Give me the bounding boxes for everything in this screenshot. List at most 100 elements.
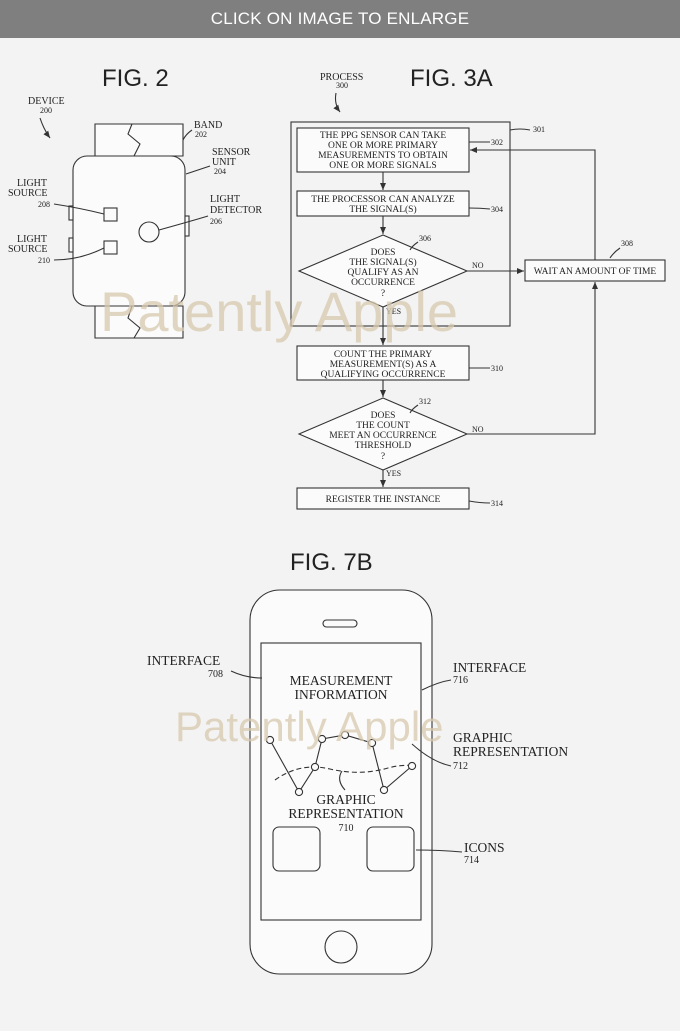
light-source-208 [103,207,118,222]
step-314-number: 314 [491,499,503,508]
graphic-center-label-2: REPRESENTATION [288,806,403,821]
band-number: 202 [195,130,207,139]
graph-point [379,785,389,795]
detector-label-2: DETECTOR [210,205,262,216]
graphic-right-label-1: GRAPHIC [453,730,512,745]
detector-number: 206 [210,217,222,226]
step-310-number: 310 [491,364,503,373]
step-306-line-3: QUALIFY AS AN [348,268,419,278]
step-302-number: 302 [491,138,503,147]
graph-point [294,787,304,797]
sensor-unit-label-2: UNIT [212,157,236,168]
app-icon-right [366,826,415,872]
graph-polyline [269,734,413,794]
step-306-line-1: DOES [371,248,396,258]
icons-leader [415,849,463,853]
step-312-line-2: THE COUNT [356,421,410,431]
step-304-number: 304 [491,205,503,214]
step-306-leader [409,241,419,251]
step-314-box [296,487,470,510]
enlarge-banner[interactable]: CLICK ON IMAGE TO ENLARGE [0,0,680,38]
band-top [94,123,184,157]
phone-home-button [324,930,358,964]
measurement-label-1: MEASUREMENT [290,673,394,688]
band-bottom-break [127,305,141,339]
step-314-leader [468,500,491,504]
source2-leader [53,247,105,261]
source1-number: 208 [38,200,50,209]
step-304-line-2: THE SIGNAL(S) [349,204,416,215]
device-number: 200 [40,106,52,115]
device-pointer [39,117,51,139]
step-310-line-1: COUNT THE PRIMARY [334,350,432,360]
graph-point [407,761,417,771]
step-302-box [296,127,470,173]
fig7b-title: FIG. 7B [290,549,373,576]
graph-point [310,762,320,772]
process-label: PROCESS [320,72,363,83]
band-top-break [127,123,141,157]
icons-number: 714 [464,855,479,866]
icons-label: ICONS [464,840,505,855]
step-312-line-3: MEET AN OCCURRENCE [329,431,437,441]
step-304-line-1: THE PROCESSOR CAN ANALYZE [311,195,455,205]
step-302-line-1: THE PPG SENSOR CAN TAKE [320,131,446,141]
detector-leader [158,215,209,231]
step-310-line-3: QUALIFYING OCCURRENCE [321,370,446,380]
band-leader [182,129,193,141]
graphic-right-label-2: REPRESENTATION [453,744,568,759]
app-icon-left [272,826,321,872]
process-pointer [333,92,341,113]
step-302-line-2: ONE OR MORE PRIMARY [328,141,438,151]
step-312-yes: YES [386,469,401,478]
fig2-diagram: FIG. 2 DEVICE 200 BAND 202 SENSOR UNIT 2… [8,65,262,339]
step-310-line-2: MEASUREMENT(S) AS A [330,359,437,370]
step-312-line-4: THRESHOLD [355,441,412,451]
graph-point [265,735,275,745]
band-label: BAND [194,120,222,131]
measurement-label-2: INFORMATION [294,687,387,702]
source2-label-1: LIGHT [17,234,47,245]
fig3a-title: FIG. 3A [410,65,493,92]
step-306-line-2: THE SIGNAL(S) [349,257,416,268]
group-number: 301 [533,125,545,134]
graph-point [317,734,327,744]
graph-point [367,738,377,748]
step-306-yes: YES [386,307,401,316]
step-304-leader [468,207,491,210]
step-308-number: 308 [621,239,633,248]
sensor-unit-label-1: SENSOR [212,147,251,158]
step-312-line-1: DOES [371,411,396,421]
interface-right-number: 716 [453,675,468,686]
step-312-no: NO [472,425,484,434]
step-306-line-4: OCCURRENCE [351,278,415,288]
step-306-line-5: ? [381,289,385,299]
watch-crown [184,215,190,237]
light-source-210 [103,240,118,255]
arrow-312-308 [467,282,598,435]
fig7b-diagram: FIG. 7B MEASUREMENT INFORMATION GRAPHIC … [147,549,568,975]
interface-left-label: INTERFACE [147,653,220,668]
arrow-308-302 [470,147,596,260]
source1-label-2: SOURCE [8,188,47,199]
graph-point [340,730,350,740]
step-312-number: 312 [419,397,431,406]
watermark-top: Patently Apple [100,280,458,343]
group-301 [290,121,511,327]
step-312-leader [409,404,419,414]
interface-right-leader [421,679,452,691]
step-308-text: WAIT AN AMOUNT OF TIME [534,267,657,277]
graphic-center-number: 710 [339,823,354,834]
interface-left-leader [230,670,263,679]
process-number: 300 [336,81,348,90]
graphic-center-leader [339,770,346,791]
device-label: DEVICE [28,96,65,107]
watermark-bottom: Patently Apple [175,703,444,750]
interface-right-label: INTERFACE [453,660,526,675]
watch-side-button-2 [68,237,74,253]
watch-side-button-1 [68,205,74,221]
graphic-center-label-1: GRAPHIC [316,792,375,807]
step-306-no: NO [472,261,484,270]
graph-threshold-line [274,764,417,781]
patent-figures[interactable]: FIG. 2 DEVICE 200 BAND 202 SENSOR UNIT 2… [0,38,680,1031]
